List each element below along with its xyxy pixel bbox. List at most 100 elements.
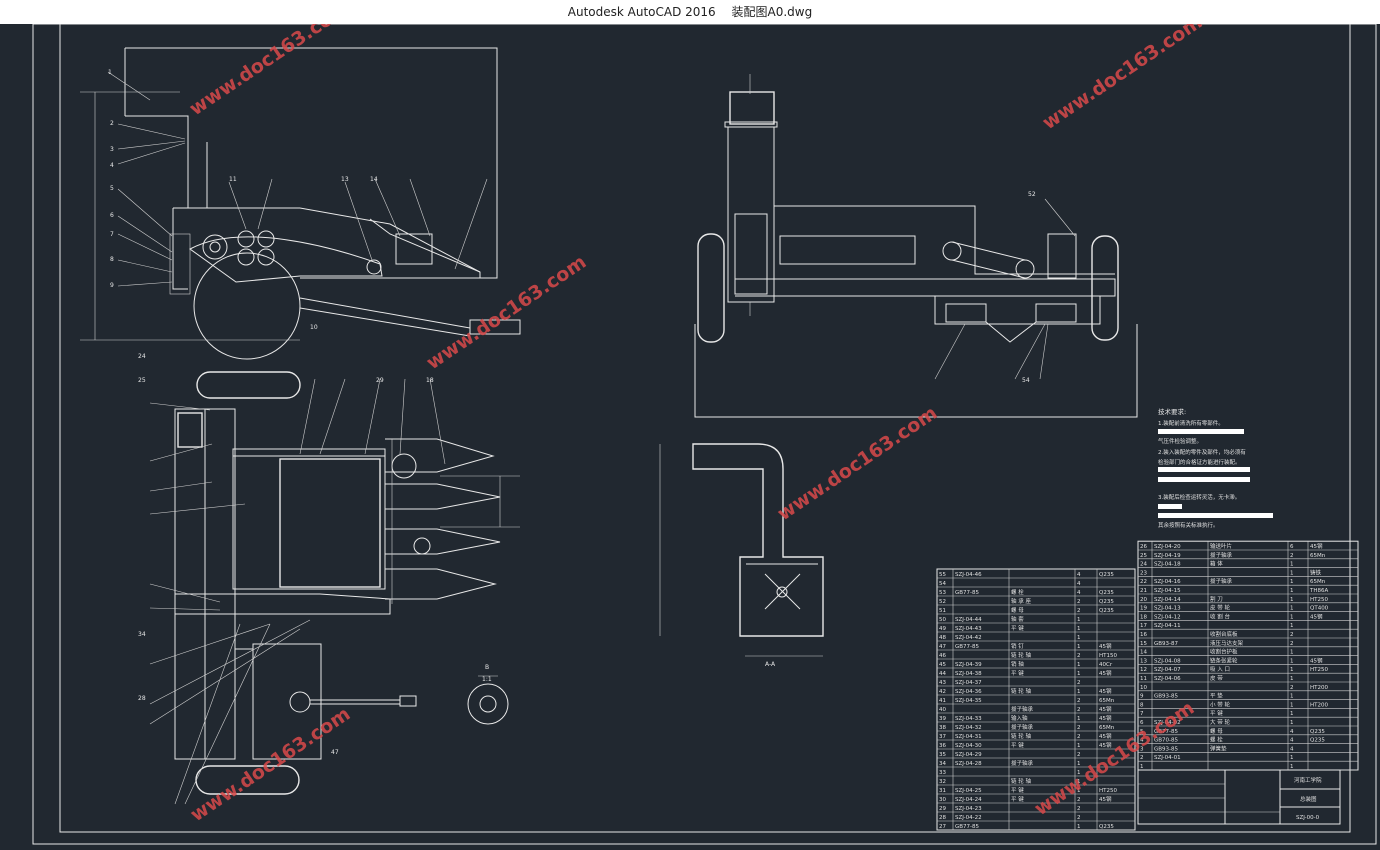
file-name: 装配图A0.dwg — [731, 5, 813, 19]
bom-cell: 55 — [939, 572, 946, 578]
bom-cell: 35 — [939, 752, 946, 758]
bom-cell: 1 — [1290, 702, 1294, 708]
bom-cell: 37 — [939, 734, 946, 740]
bom-cell: 1 — [1290, 623, 1294, 629]
bom-cell: SZJ-04-25 — [955, 788, 982, 794]
bom-cell: 皮 带 轮 — [1210, 604, 1230, 612]
bom-cell: 47 — [939, 644, 946, 650]
bom-cell: GB77-85 — [955, 824, 980, 830]
bom-cell: Q235 — [1099, 572, 1114, 578]
bom-cell: 输送叶片 — [1210, 542, 1232, 550]
bom-cell: 52 — [939, 599, 946, 605]
bom-cell: SZJ-04-15 — [1154, 588, 1181, 594]
bom-cell: 45钢 — [1310, 656, 1323, 664]
bom-cell: SZJ-04-30 — [955, 743, 982, 749]
bom-cell: 1 — [1290, 579, 1294, 585]
detail-scale: 1:1 — [482, 676, 492, 683]
bom-cell: 1 — [1290, 658, 1294, 664]
bom-cell: 28 — [939, 815, 946, 821]
svg-text:6: 6 — [110, 212, 114, 219]
bom-cell: 1 — [1077, 662, 1081, 668]
bom-cell: SZJ-04-22 — [955, 815, 982, 821]
bom-cell: SZJ-04-08 — [1154, 658, 1181, 664]
bom-cell: 输入轴 — [1011, 714, 1028, 722]
bom-cell: 2 — [1077, 653, 1081, 659]
bom-cell: SZJ-04-37 — [955, 680, 982, 686]
bom-cell: 收割台护板 — [1210, 648, 1238, 656]
bom-cell: 17 — [1140, 623, 1147, 629]
bom-cell: 48 — [939, 635, 946, 641]
bom-cell: SZJ-04-46 — [955, 572, 982, 578]
svg-text:8: 8 — [110, 256, 114, 263]
svg-text:47: 47 — [331, 749, 339, 756]
bom-cell: 1 — [1077, 716, 1081, 722]
bom-cell: SZJ-04-11 — [1154, 623, 1181, 629]
bom-cell: 19 — [1140, 606, 1147, 612]
bom-cell: 1 — [1290, 570, 1294, 576]
bom-cell: 1 — [1290, 694, 1294, 700]
tech-req-title: 技术要求: — [1158, 407, 1186, 416]
watermark-3: www.doc163.com — [422, 251, 590, 374]
bom-cell: 53 — [939, 590, 946, 596]
bom-cell: 45钢 — [1099, 741, 1112, 749]
bom-cell: 2 — [1077, 698, 1081, 704]
svg-text:24: 24 — [138, 353, 146, 360]
svg-text:18: 18 — [426, 377, 434, 384]
svg-text:34: 34 — [138, 631, 146, 638]
bom-cell: 平 键 — [1011, 669, 1024, 677]
bom-cell: 1 — [1077, 824, 1081, 830]
svg-text:3: 3 — [110, 146, 114, 153]
bom-cell: GB93-85 — [1154, 694, 1179, 700]
bom-cell: 1 — [1290, 676, 1294, 682]
bom-cell: SZJ-04-23 — [955, 806, 982, 812]
watermark-4: www.doc163.com — [773, 402, 941, 525]
bom-cell: 平 键 — [1011, 795, 1024, 803]
bom-cell: SZJ-04-24 — [955, 797, 982, 803]
bom-cell: 2 — [1290, 553, 1294, 559]
bom-cell: Q235 — [1099, 590, 1114, 596]
bom-cell: 1 — [1077, 644, 1081, 650]
bom-cell: 平 垫 — [1210, 692, 1223, 700]
bom-cell: 平 键 — [1011, 624, 1024, 632]
bom-cell: 45 — [939, 662, 946, 668]
bom-cell: 2 — [1077, 806, 1081, 812]
bom-cell: 2 — [1290, 632, 1294, 638]
svg-text:7: 7 — [110, 231, 114, 238]
bom-cell: 2 — [1140, 755, 1144, 761]
bom-cell: 34 — [939, 761, 946, 767]
bom-cell: 18 — [1140, 614, 1147, 620]
bom-cell: 1 — [1077, 779, 1081, 785]
bom-cell: 1 — [1077, 788, 1081, 794]
bom-cell: 15 — [1140, 641, 1147, 647]
bom-cell: 小 带 轮 — [1210, 700, 1230, 708]
bom-cell: GB93-87 — [1154, 641, 1179, 647]
bom-cell: 21 — [1140, 588, 1147, 594]
bom-cell: 16 — [1140, 632, 1147, 638]
bom-cell: SZJ-04-20 — [1154, 544, 1181, 550]
bom-cell: 31 — [939, 788, 946, 794]
bom-cell: 1 — [1077, 626, 1081, 632]
bom-cell: 大 带 轮 — [1210, 718, 1230, 726]
watermarks: www.doc163.com www.doc163.com www.doc163… — [185, 0, 1206, 826]
